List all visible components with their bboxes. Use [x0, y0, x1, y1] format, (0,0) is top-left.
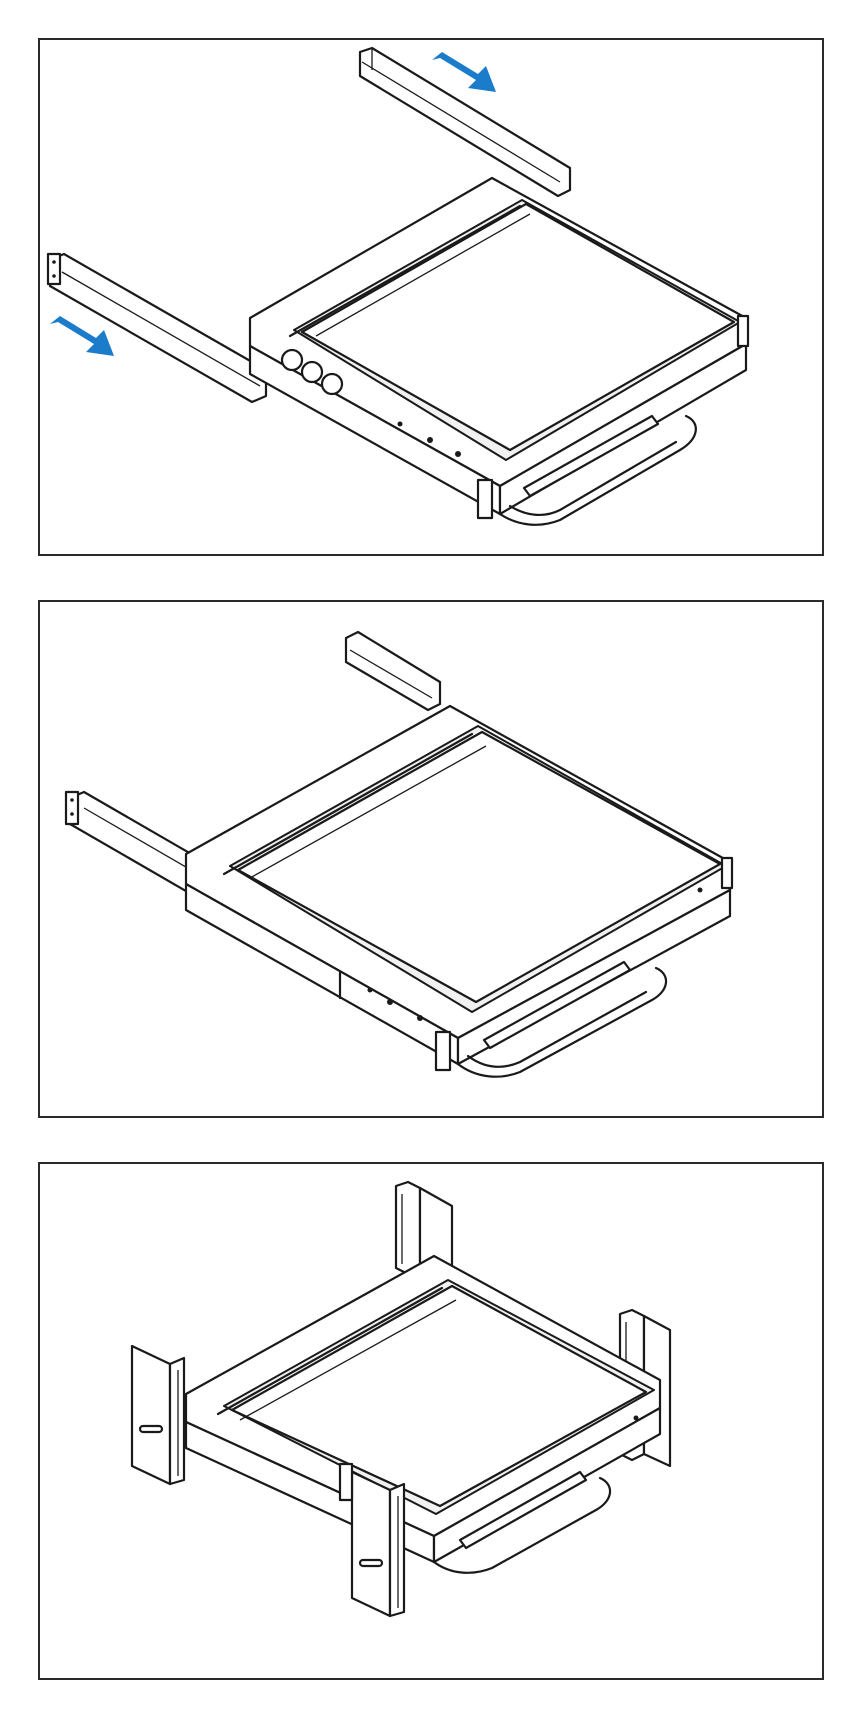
panel-3-drawing	[130, 1180, 672, 1618]
rack-post	[130, 1344, 186, 1486]
kvm-drawer	[184, 704, 734, 1078]
rear-rail	[344, 630, 442, 712]
panel-step-3	[38, 1162, 824, 1680]
panel-step-1	[38, 38, 824, 556]
front-rail	[46, 252, 268, 404]
kvm-drawer	[248, 176, 750, 526]
kvm-drawer	[184, 1254, 662, 1574]
panel-1-drawing	[46, 46, 750, 526]
rear-rail	[358, 46, 572, 198]
arrow-icon	[50, 316, 114, 356]
arrow-icon	[432, 52, 496, 92]
panel-2-drawing	[64, 630, 734, 1078]
panel-step-2	[38, 600, 824, 1118]
rack-post	[338, 1462, 406, 1618]
